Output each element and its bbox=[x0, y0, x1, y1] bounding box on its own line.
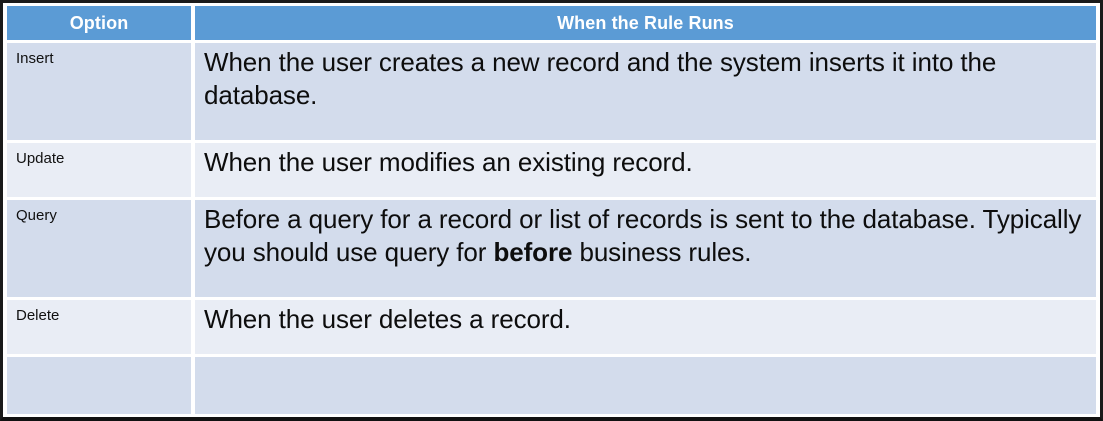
table-header: Option When the Rule Runs bbox=[7, 6, 1096, 40]
description-text: When the user modifies an existing recor… bbox=[204, 146, 693, 177]
table-row-empty bbox=[7, 357, 1096, 414]
cell-description-empty bbox=[195, 357, 1096, 414]
cell-description-delete: When the user deletes a record. bbox=[195, 299, 1096, 354]
table-row: Insert When the user creates a new recor… bbox=[7, 43, 1096, 140]
rule-options-table: Option When the Rule Runs Insert When th… bbox=[3, 3, 1100, 417]
description-text: Before a query for a record or list of r… bbox=[204, 203, 1082, 267]
cell-description-query: Before a query for a record or list of r… bbox=[195, 199, 1096, 297]
cell-description-update: When the user modifies an existing recor… bbox=[195, 142, 1096, 197]
cell-option-query: Query bbox=[7, 199, 191, 297]
table-row: Delete When the user deletes a record. bbox=[7, 299, 1096, 354]
description-text: When the user deletes a record. bbox=[204, 303, 571, 334]
description-text: When the user creates a new record and t… bbox=[204, 47, 997, 110]
description-emphasis: before bbox=[493, 236, 573, 267]
table-header-row: Option When the Rule Runs bbox=[7, 6, 1096, 40]
cell-option-empty bbox=[7, 357, 191, 414]
table-row: Update When the user modifies an existin… bbox=[7, 142, 1096, 197]
cell-option-delete: Delete bbox=[7, 299, 191, 354]
table-body: Insert When the user creates a new recor… bbox=[7, 43, 1096, 414]
column-header-option: Option bbox=[7, 6, 191, 40]
table-row: Query Before a query for a record or lis… bbox=[7, 199, 1096, 297]
cell-option-update: Update bbox=[7, 142, 191, 197]
description-text-suffix: business rules. bbox=[572, 236, 752, 267]
cell-option-insert: Insert bbox=[7, 43, 191, 140]
column-header-when-the-rule-runs: When the Rule Runs bbox=[195, 6, 1096, 40]
cell-description-insert: When the user creates a new record and t… bbox=[195, 43, 1096, 140]
